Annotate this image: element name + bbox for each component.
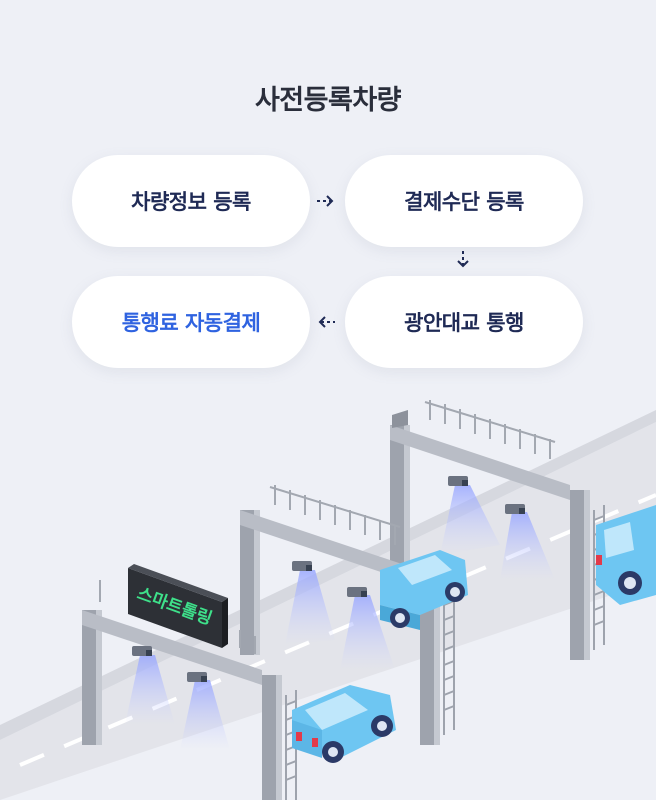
camera-beam xyxy=(440,485,500,555)
step-label: 통행료 자동결제 xyxy=(121,311,261,335)
camera-beam xyxy=(125,655,175,725)
step-payment-registration: 결제수단 등록 xyxy=(345,155,583,247)
car xyxy=(292,685,396,763)
step-vehicle-registration: 차량정보 등록 xyxy=(72,155,310,247)
gantry xyxy=(240,485,455,745)
arrow-left-icon xyxy=(318,316,335,328)
step-label: 광안대교 통행 xyxy=(404,311,524,335)
car xyxy=(596,505,656,605)
camera-icon xyxy=(132,646,152,656)
car xyxy=(380,550,468,630)
camera-beam xyxy=(500,512,555,580)
step-label: 차량정보 등록 xyxy=(131,190,251,214)
step-auto-payment: 통행료 자동결제 xyxy=(72,276,310,368)
arrow-down-icon xyxy=(457,251,469,268)
camera-icon xyxy=(347,587,367,597)
smart-tolling-illustration: 스마트톨링 xyxy=(0,400,656,800)
step-bridge-passage: 광안대교 통행 xyxy=(345,276,583,368)
gantry xyxy=(390,400,605,660)
camera-icon xyxy=(505,504,525,514)
camera-beam xyxy=(340,595,395,670)
camera-icon xyxy=(187,672,207,682)
page-title: 사전등록차량 xyxy=(254,85,402,116)
camera-beam xyxy=(180,680,230,750)
camera-icon xyxy=(448,476,468,486)
step-label: 결제수단 등록 xyxy=(404,190,524,214)
camera-icon xyxy=(292,561,312,571)
arrow-right-icon xyxy=(317,195,334,207)
camera-beam xyxy=(285,570,335,645)
gantry xyxy=(82,580,297,800)
